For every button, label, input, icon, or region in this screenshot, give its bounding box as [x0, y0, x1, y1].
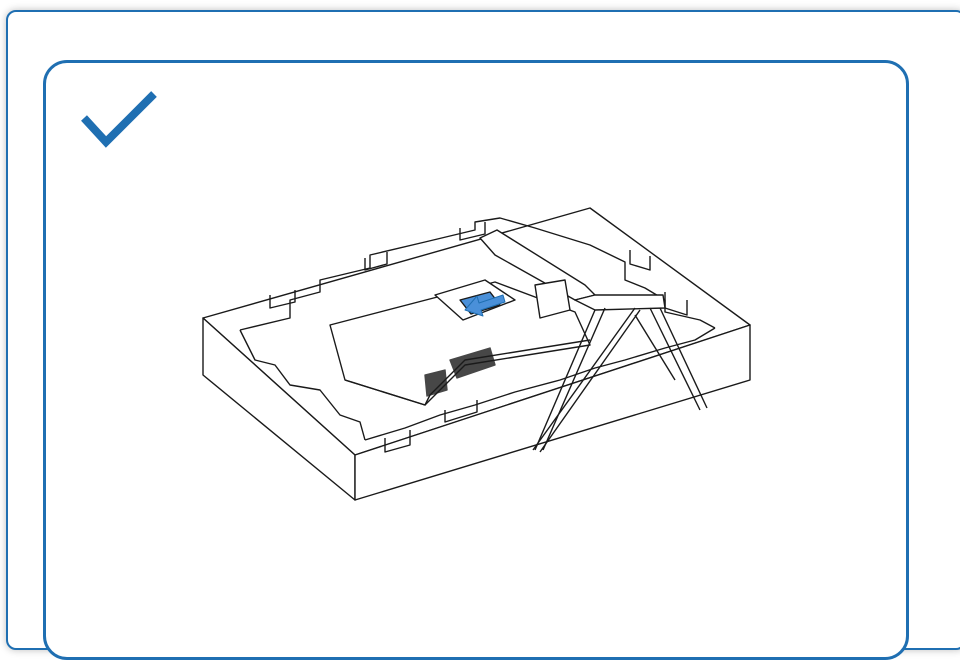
checkmark-icon	[81, 91, 157, 148]
monitor-stand-in-foam-packaging-illustration	[202, 207, 751, 501]
insert-direction-arrow-icon	[464, 294, 506, 317]
monitor-stand	[479, 229, 708, 453]
